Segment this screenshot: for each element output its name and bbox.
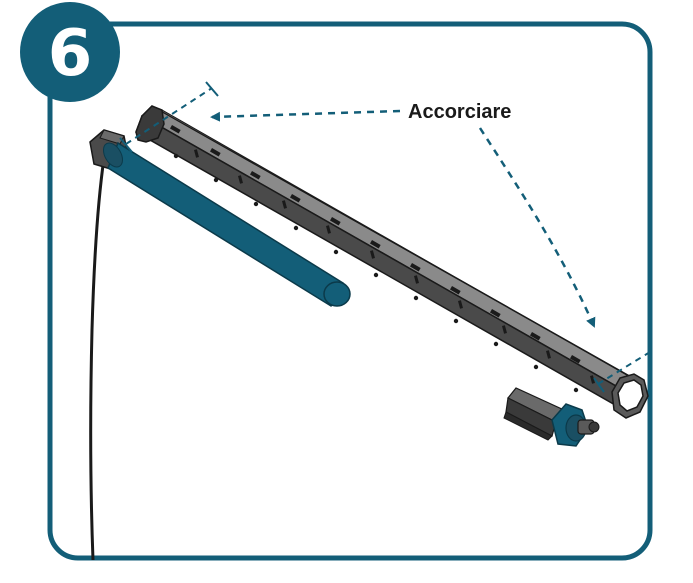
- step-number: 6: [48, 17, 93, 91]
- tube-slots: [170, 124, 581, 364]
- tube-side-slots: [194, 149, 595, 384]
- octagonal-roller-tube-icon: [135, 105, 649, 419]
- callout-arrow-right: [478, 127, 596, 328]
- cut-marks: [119, 81, 651, 393]
- tube-holes: [173, 153, 579, 393]
- left-cut-tick-2: [119, 137, 133, 153]
- tubular-motor-icon: [89, 129, 351, 308]
- right-cut-tick: [593, 377, 605, 393]
- callout-arrow-left: [210, 109, 401, 122]
- step-badge: 6: [20, 2, 120, 102]
- callout-arrows: [210, 109, 596, 328]
- end-cap-adapter-icon: [503, 387, 600, 447]
- left-cut-tick: [205, 81, 219, 97]
- motor-cable: [89, 157, 106, 561]
- callout-label: Accorciare: [408, 101, 511, 123]
